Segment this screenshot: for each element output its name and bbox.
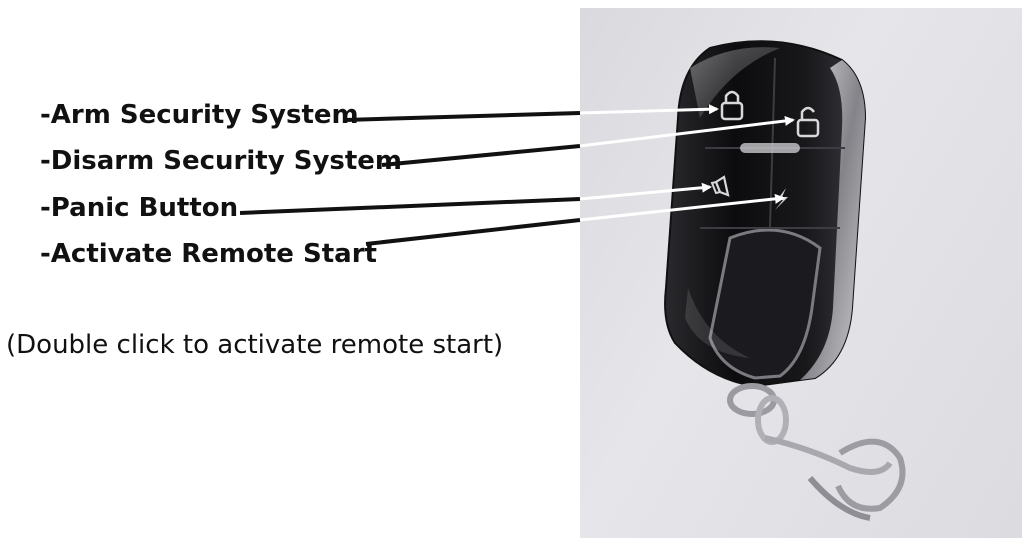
label-disarm-security: -Disarm Security System [40, 146, 403, 176]
remote-start-note: (Double click to activate remote start) [6, 330, 504, 360]
key-fob-illustration [664, 40, 906, 521]
horn-icon [710, 175, 730, 197]
label-arm-security: -Arm Security System [40, 100, 359, 130]
label-remote-start: -Activate Remote Start [40, 239, 377, 269]
key-fob-photo [580, 8, 1022, 538]
fob-body [664, 40, 867, 388]
lock-open-icon [796, 106, 820, 138]
label-panic-button: -Panic Button [40, 193, 239, 223]
key-ring [727, 383, 906, 521]
